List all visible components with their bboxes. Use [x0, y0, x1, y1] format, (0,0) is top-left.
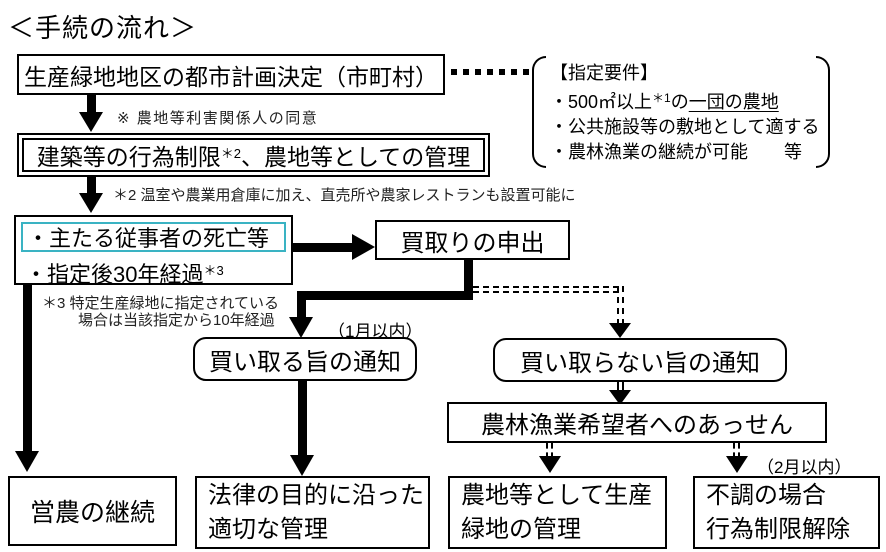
arrow-step2-trigger-head [79, 193, 103, 213]
label-within-2-months: （2月以内） [757, 458, 852, 477]
outcome-green-line1: 農地等として生産 [461, 481, 653, 509]
dashed-notbuy-mediation-v [617, 382, 624, 392]
arrow-noticebuy-management-shaft [298, 381, 307, 457]
bracket-left-icon [532, 56, 546, 168]
box-mediation: 農林漁業希望者へのあっせん [447, 402, 827, 443]
arrow-trigger-offer-shaft [293, 243, 353, 252]
dashed-offer-right-h [473, 286, 619, 293]
box-outcome-management: 法律の目的に沿った 適切な管理 [195, 476, 430, 549]
box-notice-not-buy: 買い取らない旨の通知 [493, 338, 787, 382]
box-activity-restriction: 建築等の行為制限＊2、農地等としての管理 [17, 133, 490, 177]
box-notice-not-buy-label: 買い取らない旨の通知 [520, 349, 760, 377]
dotted-connector-line [451, 69, 529, 75]
arrow-noticebuy-management-head [290, 455, 314, 476]
arrow-step2-trigger-shaft [87, 177, 96, 194]
requirement-item-area: ・500㎡以上＊1の一団の農地 [550, 91, 779, 112]
box-urban-plan-decision: 生産緑地地区の都市計画決定（市町村） [17, 54, 445, 95]
footnote-ref-2: ＊2 [220, 146, 241, 161]
note-asterisk3-line2: 場合は当該指定から10年経過 [78, 312, 275, 329]
dashed-offer-right-v [617, 286, 624, 325]
box-notice-buy-label: 買い取る旨の通知 [209, 348, 401, 376]
footnote-ref-3: ＊3 [203, 263, 224, 278]
outcome-management-line1: 法律の目的に沿った [208, 481, 424, 509]
box-notice-buy: 買い取る旨の通知 [193, 337, 417, 381]
dashed-noticenotbuy-head [609, 323, 631, 338]
box-outcome-green-management: 農地等として生産 緑地の管理 [448, 476, 667, 549]
requirements-content: 【指定要件】 ・500㎡以上＊1の一団の農地 ・公共施設等の敷地として適する ・… [550, 61, 820, 165]
requirements-heading: 【指定要件】 [550, 63, 658, 83]
box-outcome-release: 不調の場合 行為制限解除 [693, 476, 880, 549]
dashed-release-head [726, 456, 748, 473]
outcome-release-line2: 行為制限解除 [706, 515, 850, 543]
dashed-release-v [733, 443, 740, 458]
box-mediation-label: 農林漁業希望者へのあっせん [481, 412, 793, 439]
outcome-green-line2: 緑地の管理 [461, 515, 581, 543]
dashed-green-head [539, 456, 561, 473]
outcome-release-line1: 不調の場合 [706, 481, 826, 509]
death-highlight-box: ・主たる従事者の死亡等 [21, 222, 286, 252]
box-outcome-farming: 営農の継続 [8, 476, 177, 546]
requirements-panel: 【指定要件】 ・500㎡以上＊1の一団の農地 ・公共施設等の敷地として適する ・… [532, 56, 830, 168]
box-purchase-offer-label: 買取りの申出 [400, 229, 545, 257]
bracket-right-icon [816, 56, 830, 168]
trigger-30years-label: ・指定後30年経過＊3 [25, 262, 224, 287]
arrow-trigger-farming-shaft [23, 285, 32, 453]
arrow-offer-elbow-v1 [464, 260, 473, 300]
box-outcome-farming-label: 営農の継続 [29, 499, 155, 527]
dashed-green-v [546, 443, 553, 458]
page-title: ＜手続の流れ＞ [8, 13, 198, 43]
box-activity-restriction-label: 建築等の行為制限＊2、農地等としての管理 [36, 144, 471, 170]
requirement-item-continuity: ・農林漁業の継続が可能等 [550, 142, 802, 162]
arrow-offer-elbow-h [297, 291, 473, 300]
arrow-offer-elbow-v2 [297, 291, 306, 318]
outcome-management-line2: 適切な管理 [208, 515, 328, 543]
dashed-mediation-head [609, 390, 631, 405]
note-asterisk2: ＊2 温室や農業用倉庫に加え、直売所や農家レストランも設置可能に [113, 187, 576, 204]
box-urban-plan-decision-label: 生産緑地地区の都市計画決定（市町村） [24, 63, 438, 90]
arrow-trigger-offer-head [352, 234, 375, 260]
footnote-ref-1: ＊1 [652, 91, 671, 105]
box-trigger-events: ・主たる従事者の死亡等 ・指定後30年経過＊3 [14, 215, 293, 287]
arrow-step1-step2-head [79, 112, 103, 132]
label-within-1-month: （1月以内） [328, 322, 423, 341]
requirement-item-public-site: ・公共施設等の敷地として適する [550, 117, 820, 137]
arrow-offer-noticebuy-head [289, 317, 313, 338]
trigger-death-label: ・主たる従事者の死亡等 [27, 226, 270, 251]
underlined-farmland-cluster: 一団の農地 [688, 92, 779, 112]
box-purchase-offer: 買取りの申出 [375, 220, 570, 260]
arrow-trigger-farming-head [15, 451, 39, 472]
note-asterisk3-line1: ＊3 特定生産緑地に指定されている [42, 295, 280, 312]
note-consent: ※ 農地等利害関係人の同意 [117, 110, 319, 127]
arrow-step1-step2-shaft [87, 95, 96, 113]
